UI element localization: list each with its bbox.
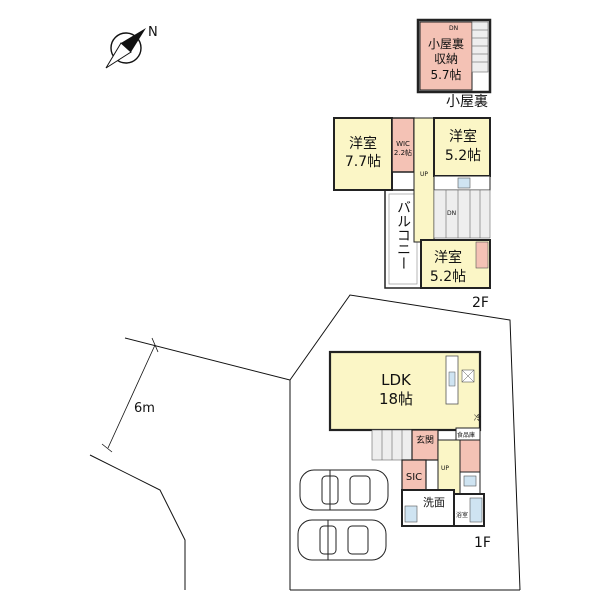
attic-storage-line1: 小屋裏 bbox=[428, 36, 464, 51]
closet bbox=[475, 241, 489, 269]
entrance-name: 玄関 bbox=[416, 434, 434, 446]
bedroom1-size: 7.7帖 bbox=[345, 154, 381, 170]
attic-floor-label: 小屋裏 bbox=[446, 93, 488, 110]
washbasin-icon bbox=[404, 505, 418, 523]
ldk-name: LDK bbox=[381, 371, 412, 389]
attic-stairs bbox=[471, 21, 489, 73]
floor1-stairs bbox=[371, 429, 413, 461]
bathtub-icon bbox=[469, 497, 483, 523]
washroom-name: 洗面 bbox=[423, 496, 445, 509]
pantry-label: 食品庫 bbox=[457, 431, 475, 439]
attic-storage-line2: 収納 bbox=[434, 52, 458, 66]
car-icon bbox=[299, 469, 389, 511]
bedroom1-name: 洋室 bbox=[349, 135, 377, 152]
floor2-plan: バルコニー 洋室 7.7帖 WIC 2.2帖 UP 洋室 5.2帖 DN 洋室 … bbox=[332, 116, 492, 311]
compass-icon: N bbox=[105, 25, 158, 69]
attic-dn-label: DN bbox=[449, 25, 458, 32]
wic-name: WIC bbox=[396, 140, 410, 148]
compass-north-label: N bbox=[148, 25, 158, 40]
ldk-size: 18帖 bbox=[379, 390, 413, 408]
attic-plan: DN 小屋裏 収納 5.7帖 小屋裏 bbox=[416, 18, 492, 110]
car-icon bbox=[297, 519, 387, 561]
bedroom3-name: 洋室 bbox=[434, 249, 462, 266]
toilet-icon bbox=[457, 177, 471, 189]
road-width-label: 6m bbox=[134, 401, 155, 416]
sink-icon bbox=[448, 371, 456, 387]
floor2-up-label: UP bbox=[420, 171, 428, 178]
balcony-label: バルコニー bbox=[395, 200, 411, 270]
sic-name: SIC bbox=[406, 472, 422, 483]
floor2-label: 2F bbox=[472, 295, 489, 311]
floor1-label: 1F bbox=[474, 535, 491, 551]
floor2-stairs bbox=[433, 189, 491, 239]
attic-storage-size: 5.7帖 bbox=[430, 67, 461, 82]
toilet-icon bbox=[463, 475, 477, 487]
site-lines bbox=[89, 294, 521, 591]
road-dimension bbox=[101, 337, 159, 453]
fridge-label: 冷 bbox=[474, 413, 481, 422]
floor1-plan: LDK 18帖 冷 食品庫 玄関 UP SIC bbox=[328, 350, 491, 551]
floor2-dn-label: DN bbox=[447, 210, 456, 217]
floor1-up-label: UP bbox=[441, 465, 449, 472]
bedroom2-name: 洋室 bbox=[449, 128, 477, 145]
bedroom2-size: 5.2帖 bbox=[445, 148, 481, 164]
wic-size: 2.2帖 bbox=[394, 148, 412, 157]
bath-name: 浴室 bbox=[456, 511, 468, 519]
bedroom3-size: 5.2帖 bbox=[430, 269, 466, 285]
